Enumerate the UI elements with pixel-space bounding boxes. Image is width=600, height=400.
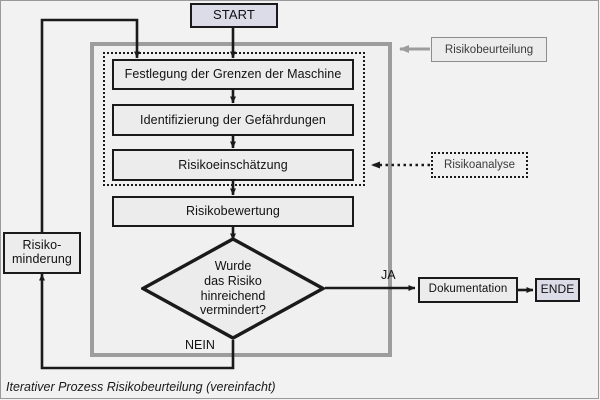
- edge-label-nein: NEIN: [185, 338, 215, 352]
- annotation-risikoanalyse[interactable]: Risikoanalyse: [431, 152, 528, 178]
- node-dokumentation[interactable]: Dokumentation: [418, 277, 518, 303]
- node-identifizierung-gefaehrdungen[interactable]: Identifizierung der Gefährdungen: [112, 104, 354, 136]
- risikominderung-line-2: minderung: [12, 252, 72, 266]
- annotation-risikobeurteilung[interactable]: Risikobeurteilung: [431, 37, 547, 62]
- diagram-caption: Iterativer Prozess Risikobeurteilung (ve…: [6, 380, 276, 394]
- node-risikoeinschaetzung[interactable]: Risikoeinschätzung: [112, 149, 354, 181]
- node-start[interactable]: START: [190, 3, 278, 28]
- diamond-shape: [139, 237, 327, 340]
- node-ende[interactable]: ENDE: [535, 278, 580, 302]
- node-festlegung-grenzen[interactable]: Festlegung der Grenzen der Maschine: [112, 59, 354, 90]
- node-risikominderung[interactable]: Risiko- minderung: [3, 232, 81, 274]
- node-decision-risiko-vermindert[interactable]: Wurde das Risiko hinreichend vermindert?: [139, 237, 327, 340]
- edge-label-ja: JA: [381, 268, 396, 282]
- node-risikobewertung[interactable]: Risikobewertung: [112, 196, 354, 227]
- risikominderung-line-1: Risiko-: [22, 238, 62, 253]
